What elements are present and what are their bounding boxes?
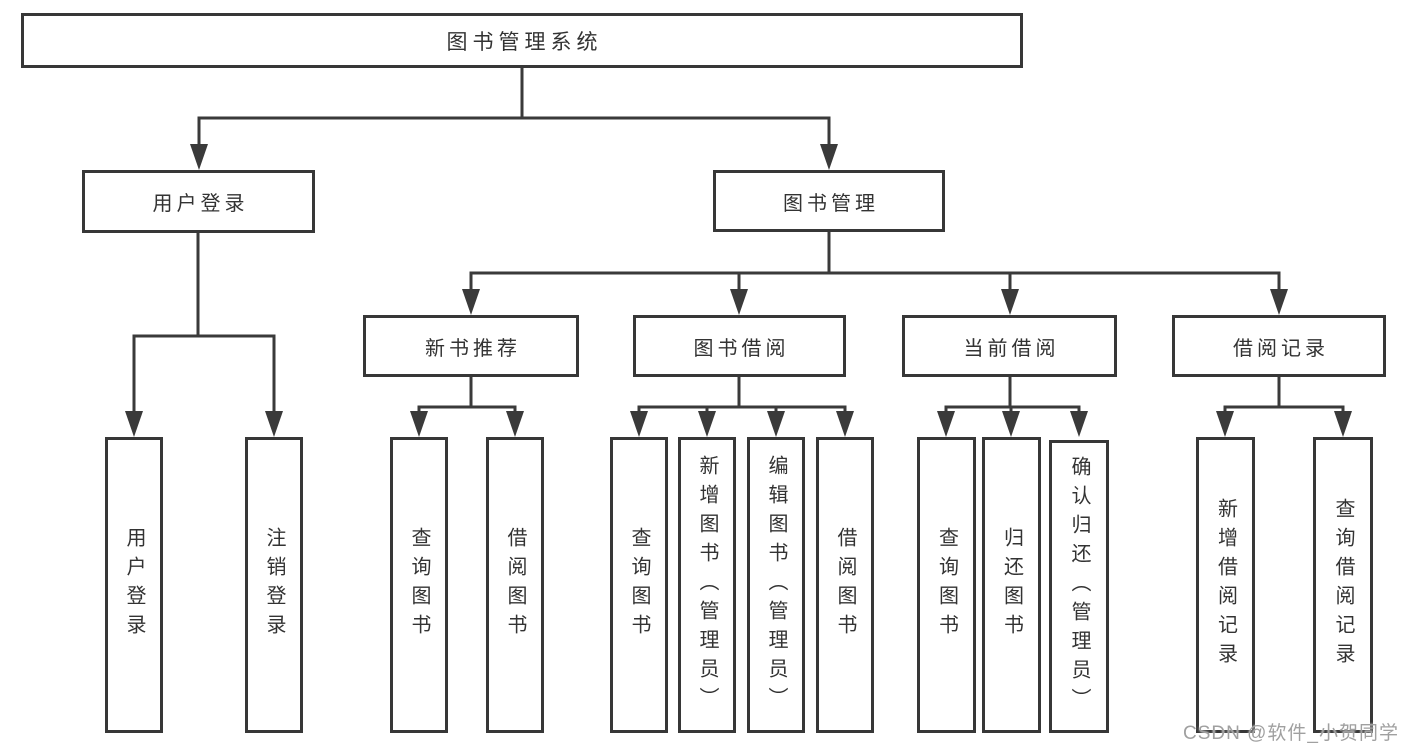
leaf-node-query-borrow-record: 查询借阅记录: [1313, 437, 1373, 733]
leaf-node-add-books-admin: 新增图书（管理员）: [678, 437, 736, 733]
group-node-user-login: 用户登录: [82, 170, 315, 233]
group-node-label: 当前借阅: [963, 337, 1060, 360]
csdn-watermark: CSDN @软件_小贺同学: [1183, 723, 1399, 744]
leaf-node-label: 用户登录: [123, 527, 145, 643]
leaf-node-user-login: 用户登录: [105, 437, 163, 733]
group-node-current-borrow: 当前借阅: [902, 315, 1117, 377]
leaf-node-add-borrow-record: 新增借阅记录: [1196, 437, 1255, 733]
leaf-node-label: 借阅图书: [834, 527, 856, 643]
leaf-node-label: 查询图书: [628, 527, 650, 643]
group-node-label: 用户登录: [152, 193, 249, 215]
group-node-borrow-records: 借阅记录: [1172, 315, 1386, 377]
group-node-label: 图书借阅: [693, 337, 790, 360]
leaf-node-label: 查询图书: [408, 527, 430, 643]
leaf-node-return-books: 归还图书: [982, 437, 1041, 733]
leaf-node-logout: 注销登录: [245, 437, 303, 733]
leaf-node-borrow-books-nb: 借阅图书: [486, 437, 544, 733]
leaf-node-label: 注销登录: [263, 527, 285, 643]
leaf-node-query-books-nb: 查询图书: [390, 437, 448, 733]
leaf-node-label: 归还图书: [1000, 527, 1023, 643]
root-node-library-system: 图书管理系统: [21, 13, 1023, 68]
leaf-node-label: 新增借阅记录: [1214, 498, 1237, 672]
group-node-label: 图书管理: [783, 192, 879, 215]
root-node-label: 图书管理系统: [446, 30, 603, 54]
leaf-node-label: 查询图书: [935, 527, 958, 643]
leaf-node-label: 新增图书（管理员）: [696, 454, 718, 716]
group-node-book-management: 图书管理: [713, 170, 945, 232]
group-node-new-book-recommend: 新书推荐: [363, 315, 579, 377]
leaf-node-label: 借阅图书: [504, 527, 526, 643]
leaf-node-query-books-cb: 查询图书: [917, 437, 976, 733]
leaf-node-label: 编辑图书（管理员）: [765, 454, 787, 716]
leaf-node-confirm-return-admin: 确认归还（管理员）: [1049, 440, 1109, 733]
group-node-label: 借阅记录: [1233, 337, 1329, 360]
leaf-node-label: 查询借阅记录: [1332, 498, 1354, 672]
leaf-node-label: 确认归还（管理员）: [1068, 456, 1090, 717]
leaf-node-edit-books-admin: 编辑图书（管理员）: [747, 437, 805, 733]
leaf-node-borrow-books-bb: 借阅图书: [816, 437, 874, 733]
group-node-book-borrow: 图书借阅: [633, 315, 846, 377]
group-node-label: 新书推荐: [425, 337, 521, 360]
leaf-node-query-books-bb: 查询图书: [610, 437, 668, 733]
